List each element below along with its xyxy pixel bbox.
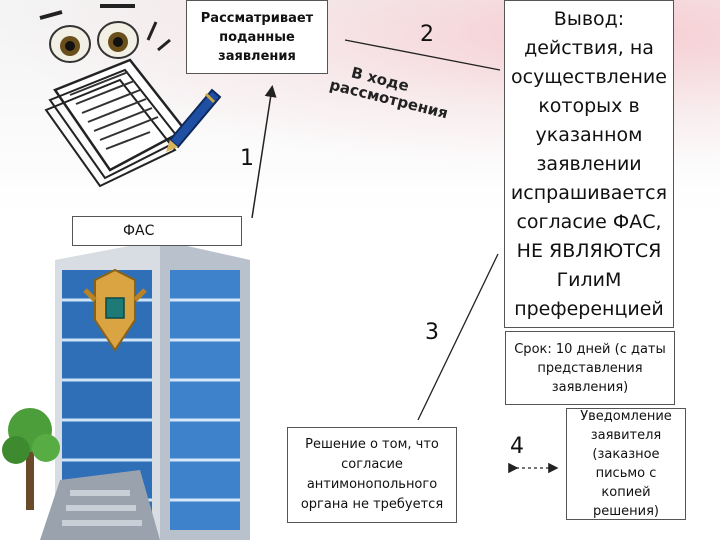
- reviews-box: Рассматривает поданные заявления: [186, 0, 328, 74]
- arrow-step-1: [252, 88, 272, 218]
- reviews-text: Рассматривает поданные заявления: [191, 9, 323, 66]
- fas-box: ФАС: [72, 216, 242, 246]
- fas-text: ФАС: [123, 223, 154, 239]
- notify-text: Уведомление заявителя (заказное письмо с…: [570, 407, 682, 521]
- step-number-1: 1: [240, 146, 254, 171]
- step-number-3: 3: [425, 320, 439, 345]
- step-number-2: 2: [420, 22, 434, 47]
- deadline-text: Срок: 10 дней (с даты представления заяв…: [509, 340, 671, 397]
- conclusion-text: Вывод: действия, на осуществление которы…: [507, 5, 671, 324]
- decision-text: Решение о том, что согласие антимонополь…: [292, 435, 452, 515]
- step-number-4: 4: [510, 434, 524, 459]
- decision-box: Решение о том, что согласие антимонополь…: [287, 427, 457, 523]
- notify-box: Уведомление заявителя (заказное письмо с…: [566, 408, 686, 520]
- deadline-box: Срок: 10 дней (с даты представления заяв…: [505, 331, 675, 405]
- conclusion-box: Вывод: действия, на осуществление которы…: [504, 0, 674, 328]
